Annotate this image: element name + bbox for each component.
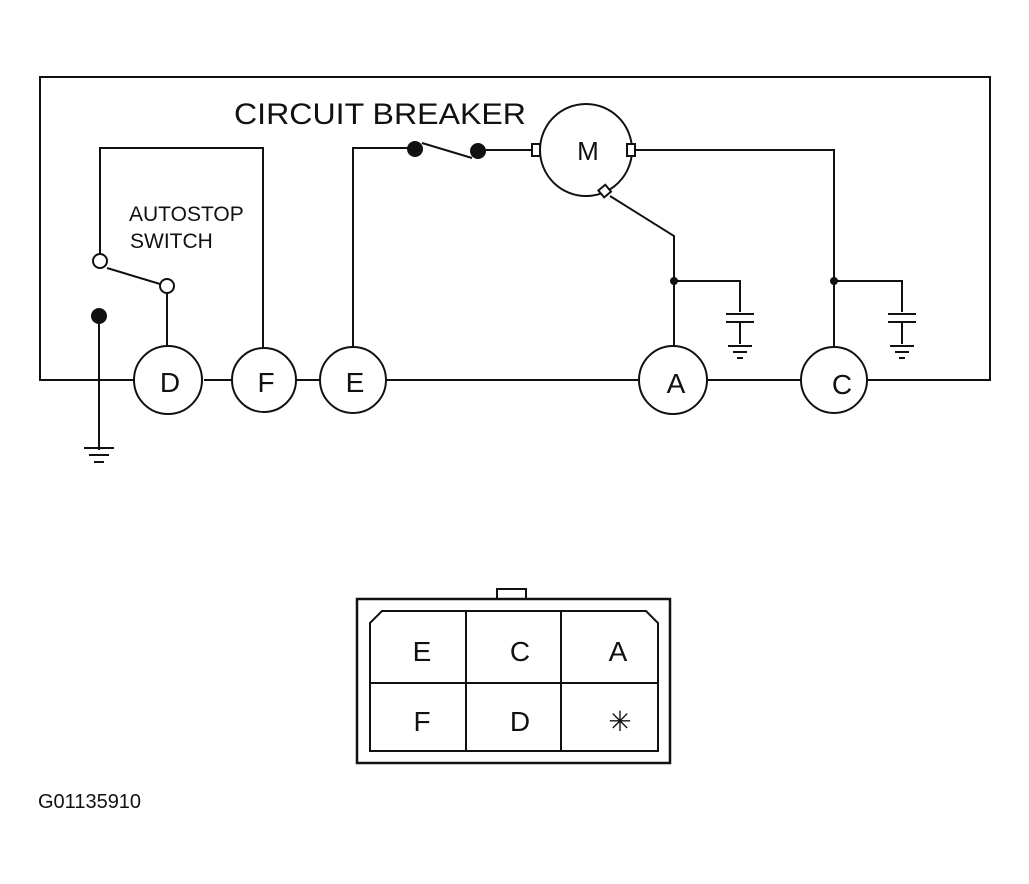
svg-text:C: C bbox=[832, 369, 852, 400]
connector-pin-unused: ✳ bbox=[608, 706, 631, 737]
connector-face: E C A F D ✳ bbox=[355, 588, 672, 765]
connector-pin-d: D bbox=[510, 706, 530, 737]
svg-text:E: E bbox=[346, 367, 365, 398]
connector-pin-c: C bbox=[510, 636, 530, 667]
connector-pin-f: F bbox=[413, 706, 430, 737]
svg-text:A: A bbox=[667, 368, 686, 399]
motor-brush-left bbox=[531, 143, 541, 157]
wire-motor-to-a bbox=[609, 195, 675, 348]
capacitor-c-icon bbox=[888, 313, 916, 359]
terminal-c: C bbox=[800, 346, 868, 414]
terminal-f: F bbox=[231, 347, 297, 413]
wire-c-capacitor bbox=[834, 280, 903, 312]
connector-pin-e: E bbox=[413, 636, 432, 667]
terminal-a: A bbox=[638, 345, 708, 415]
circuit-breaker-label: CIRCUIT BREAKER bbox=[234, 98, 526, 131]
switch-contact-upper bbox=[92, 253, 108, 269]
motor-brush-bottom bbox=[596, 183, 613, 199]
wire-f-to-switch bbox=[99, 147, 264, 348]
breaker-contact-left bbox=[407, 141, 423, 157]
wire-a-capacitor bbox=[674, 280, 741, 312]
switch-contact-lower bbox=[159, 278, 175, 294]
breaker-blade bbox=[421, 142, 473, 159]
terminal-d: D bbox=[133, 345, 203, 415]
terminal-e: E bbox=[319, 346, 387, 414]
motor-brush-right bbox=[626, 143, 636, 157]
figure-id: G01135910 bbox=[38, 791, 141, 813]
svg-text:D: D bbox=[160, 367, 180, 398]
connector-inner bbox=[369, 610, 659, 752]
ground-contact-dot bbox=[91, 308, 107, 324]
outer-loop-wire bbox=[39, 76, 991, 381]
autostop-switch-blade bbox=[106, 267, 161, 285]
ground-symbol-icon bbox=[84, 447, 114, 463]
autostop-label: AUTOSTOP bbox=[129, 203, 244, 226]
breaker-contact-right bbox=[470, 143, 486, 159]
motor-label: M bbox=[577, 136, 599, 166]
wire-motor-to-c bbox=[635, 149, 835, 348]
svg-text:F: F bbox=[257, 367, 274, 398]
connector-pin-a: A bbox=[609, 636, 628, 667]
capacitor-a-icon bbox=[726, 313, 754, 359]
switch-label: SWITCH bbox=[130, 230, 213, 253]
wire-e-to-breaker bbox=[352, 147, 412, 348]
